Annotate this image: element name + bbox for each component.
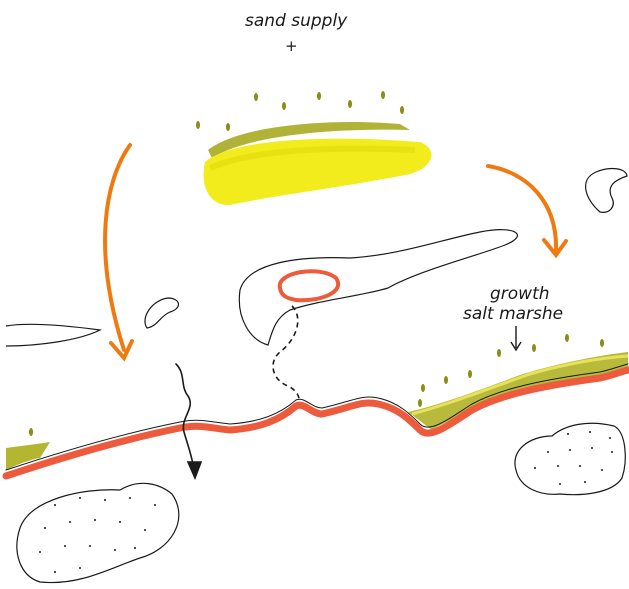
lagoon-loop	[280, 271, 338, 300]
plus-sign: +	[285, 37, 298, 55]
shoal-bottom-left	[17, 483, 179, 582]
left-supply-arrow	[105, 145, 132, 358]
island-top-right	[586, 169, 627, 213]
sand-supply-label: sand supply	[245, 11, 348, 31]
marsh-pointer-arrow	[511, 326, 521, 350]
right-supply-arrow	[488, 166, 566, 255]
island-far-left	[6, 324, 100, 346]
shoal-bottom-right	[515, 423, 625, 494]
island-left	[145, 298, 179, 328]
growth-label: growth	[490, 284, 550, 304]
salt-marsh-label: salt marshe	[463, 304, 563, 324]
sand-bank	[204, 122, 432, 205]
